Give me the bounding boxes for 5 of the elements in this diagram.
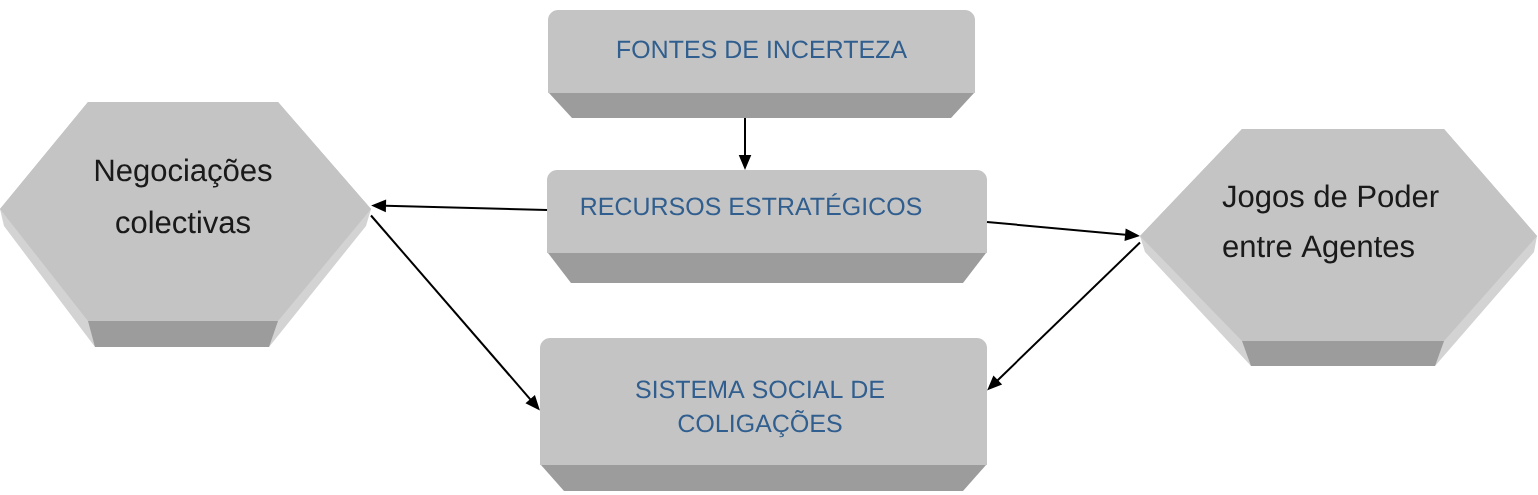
beveled-box: SISTEMA SOCIAL DE COLIGAÇÕES bbox=[540, 338, 987, 491]
beveled-box: FONTES DE INCERTEZA bbox=[548, 10, 975, 118]
beveled-box: RECURSOS ESTRATÉGICOS bbox=[547, 170, 987, 283]
hexagon: Jogos de Poder entre Agentes bbox=[1140, 129, 1537, 366]
hexagon: Negociações colectivas bbox=[0, 102, 371, 347]
